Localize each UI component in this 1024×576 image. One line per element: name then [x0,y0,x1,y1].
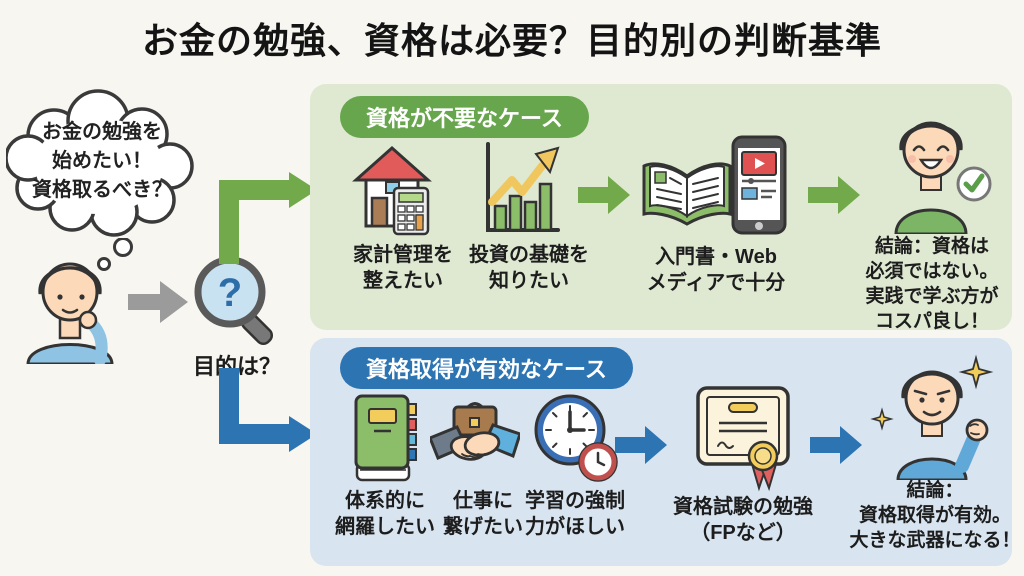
flow-arrow-icon [810,426,862,464]
confident-person-icon [870,354,994,480]
investment-chart-icon [486,142,560,232]
thought-bubble-tail-icon [97,238,133,271]
flow-arrow-icon [578,176,630,214]
thinking-person-icon [26,262,114,364]
thought-bubble-text: お金の勉強を 始めたい！ 資格取るべき？ [32,121,172,201]
method-label: 入門書・Web メディアで十分 [646,246,786,294]
happy-person-check-icon [894,121,992,234]
book-icon [642,162,732,226]
page-title: お金の勉強、資格は必要？目的別の判断基準 [141,20,882,61]
no-license-conclusion: 結論：資格は 必須ではない。 実践で学ぶ方が コスパ良し！ [865,236,999,333]
elbow-arrow-down-icon [219,368,317,452]
thought-bubble: お金の勉強を 始めたい！ 資格取るべき？ [6,88,196,240]
no-license-panel: 資格が不要なケース 家計管理を 整えたい [310,84,1012,332]
reason-label: 学習の強制 力がほしい [525,490,625,538]
license-panel: 資格取得が有効なケース 体系的に 網羅したい [310,338,1021,566]
question-mark: ? [218,271,242,315]
thought-bubble-cloud-icon [6,89,194,237]
right-arrow-icon [128,281,188,323]
reason-label: 体系的に 網羅したい [335,490,435,538]
elbow-arrow-up-icon [219,172,317,264]
certificate-icon [696,386,790,492]
magnifier-question-icon: ? [194,256,274,346]
study-clock-icon [534,394,618,482]
work-handshake-icon [430,402,520,461]
method-label: 資格試験の勉強 （FPなど） [673,496,813,544]
smartphone-icon [731,135,787,235]
license-badge: 資格取得が有効なケース [340,347,633,389]
house-calculator-icon [352,145,432,236]
flow-arrow-icon [808,176,860,214]
reason-label: 家計管理を 整えたい [353,244,453,292]
reason-label: 仕事に 繋げたい [443,490,523,538]
license-conclusion: 結論： 資格取得が有効。 大きな武器になる！ [849,480,1021,552]
no-license-badge: 資格が不要なケース [340,96,589,138]
reason-label: 投資の基礎を 知りたい [469,244,589,292]
systematic-notebook-icon [354,394,417,482]
flow-arrow-icon [615,426,667,464]
